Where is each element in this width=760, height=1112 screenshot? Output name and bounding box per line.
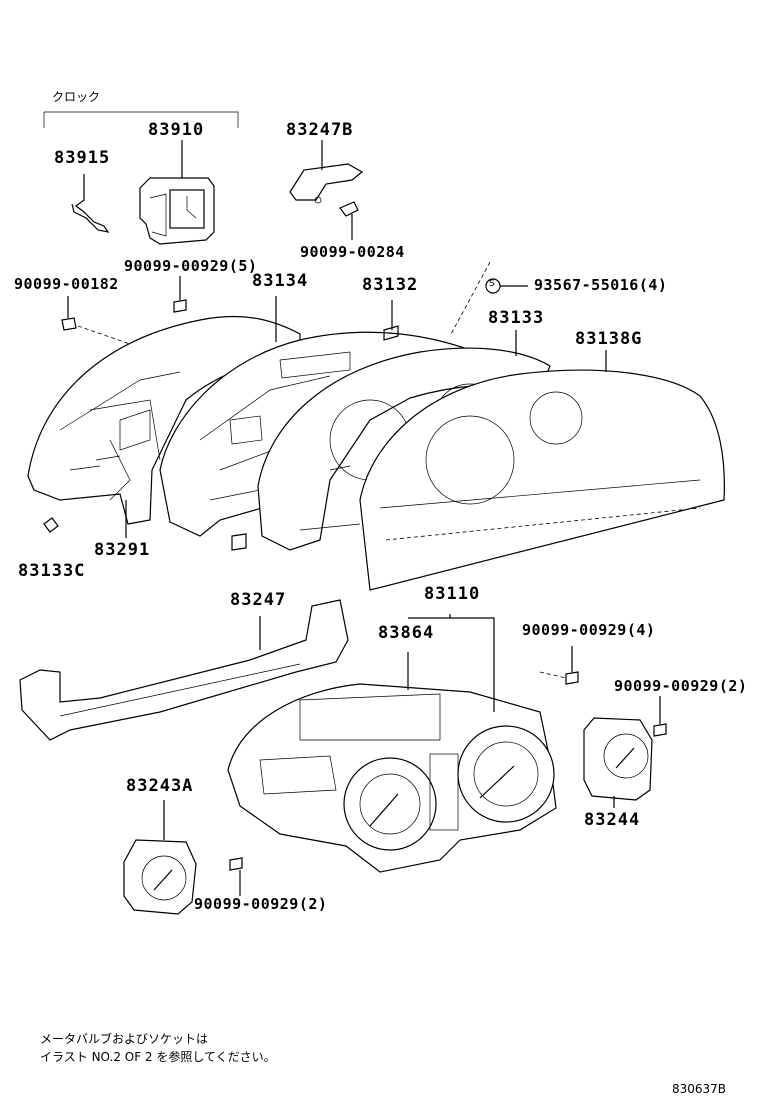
screw-90099-00182-icon <box>61 296 131 345</box>
part-label-83132: 83132 <box>362 275 419 295</box>
circuit-plate-83247-icon <box>19 599 349 741</box>
illustration-reference-code: 830637B <box>672 1082 727 1096</box>
part-label-83133C: 83133C <box>18 561 86 581</box>
part-label-83247B: 83247B <box>286 120 354 140</box>
clock-bracket-83915-icon <box>71 174 110 233</box>
part-label-83244: 83244 <box>584 810 641 830</box>
gauge-83244-icon <box>583 717 653 808</box>
clock-group-label: クロック <box>52 90 101 104</box>
part-label-90099-00284: 90099-00284 <box>300 243 405 261</box>
part-label-90099-00929-2-right: 90099-00929(2) <box>614 677 748 695</box>
note-line-2: イラスト NO.2 OF 2 を参照してください。 <box>40 1050 276 1064</box>
part-label-83133: 83133 <box>488 308 545 328</box>
part-label-90099-00929-5: 90099-00929(5) <box>124 257 258 275</box>
s-mark-letter: S <box>489 279 495 289</box>
part-label-90099-00182: 90099-00182 <box>14 275 119 293</box>
part-label-83291: 83291 <box>94 540 151 560</box>
part-label-83864: 83864 <box>378 623 435 643</box>
part-label-83134: 83134 <box>252 271 309 291</box>
rear-case-83291-icon <box>27 315 301 538</box>
screw-90099-00929-4-icon <box>539 646 579 685</box>
note-line-1: メータバルブおよびソケットは <box>40 1032 209 1046</box>
screw-90099-00929-5-icon <box>173 276 187 313</box>
part-label-83915: 83915 <box>54 148 111 168</box>
clock-83910-icon <box>139 140 215 245</box>
gauge-83243A-icon <box>123 800 197 915</box>
part-label-90099-00929-2-lower: 90099-00929(2) <box>194 895 328 913</box>
clip-83133C-icon <box>43 517 59 533</box>
lens-83138G-icon <box>359 330 725 591</box>
part-label-90099-00929-4: 90099-00929(4) <box>522 621 656 639</box>
part-label-83247: 83247 <box>230 590 287 610</box>
plate-83247B-icon <box>289 140 364 204</box>
screw-90099-00929-2-right-icon <box>653 696 667 737</box>
part-label-83138G: 83138G <box>575 329 643 349</box>
part-label-83910: 83910 <box>148 120 205 140</box>
part-label-83110: 83110 <box>424 584 481 604</box>
part-label-83243A: 83243A <box>126 776 194 796</box>
part-label-93567-55016-4: 93567-55016(4) <box>534 276 668 294</box>
screw-90099-00929-2-lower-icon <box>229 857 243 896</box>
combination-meter-83110-icon <box>227 614 557 873</box>
screw-90099-00284-icon <box>339 201 359 240</box>
